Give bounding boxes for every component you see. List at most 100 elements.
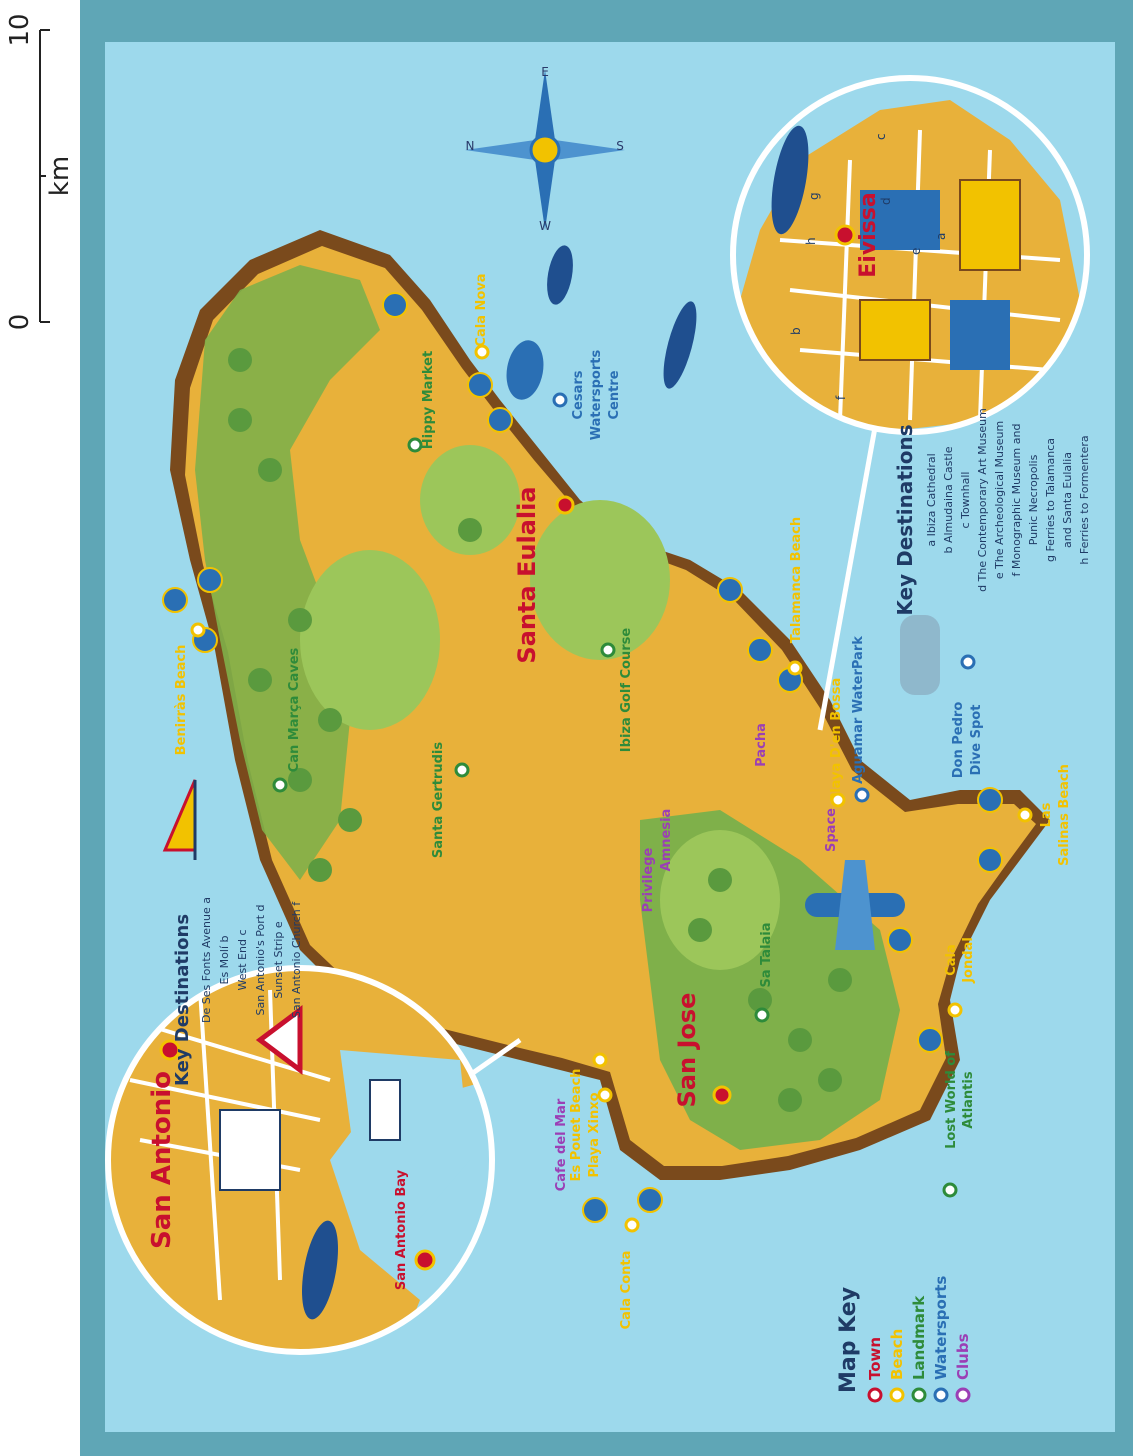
club-space: Space: [824, 808, 839, 852]
town-san-jose: San Jose: [673, 993, 701, 1108]
beach-cala-nova: Cala Nova: [474, 273, 489, 346]
scale-bar: 10 0 km: [5, 13, 75, 331]
club-privilege: Privilege: [641, 847, 656, 912]
compass-south: S: [616, 139, 624, 153]
club-pacha: Pacha: [754, 723, 769, 767]
beach-marker: [190, 344, 1033, 1233]
ws-cesars-1: Cesars: [571, 370, 586, 419]
key-eivissa-item: h Ferries to Formentera: [1078, 435, 1091, 564]
map-key-item: Landmark: [910, 1295, 928, 1380]
key-sa-item: West End c: [236, 930, 249, 991]
inset-connector-eivissa: [817, 399, 883, 731]
landmark-santa-gertrudis: Santa Gertrudis: [431, 742, 446, 858]
key-eivissa-item: Punic Necropolis: [1027, 454, 1040, 545]
inset-letter: d: [879, 197, 893, 205]
san-antonio-inset: San Antonio San Antonio Bay: [105, 965, 495, 1355]
landmark-sa-talaia: Sa Talaia: [759, 922, 774, 987]
airplane-icon: [805, 860, 905, 950]
inset-letter: a: [934, 233, 948, 240]
map-key-swatch: [933, 1387, 949, 1403]
key-sa-title: Key Destinations: [172, 914, 193, 1086]
key-eivissa-item: b Almudaina Castle: [942, 446, 955, 553]
eivissa-inset: Eivissa a b c d e f: [730, 75, 1090, 435]
compass-east: E: [541, 65, 549, 79]
watersports-marker: [552, 392, 976, 803]
key-eivissa-title: Key Destinations: [893, 424, 917, 615]
hill-hippy: [420, 445, 520, 555]
beach-las-salinas-1: Las: [1039, 802, 1054, 827]
san-antonio-town-label: San Antonio: [147, 1071, 177, 1249]
key-sa-item: Sunset Strip e: [272, 921, 285, 999]
inset-letter-h: h: [804, 237, 818, 245]
beach-cala-jondal-1: Cala: [944, 944, 959, 976]
landmark-can-marca: Can Marça Caves: [287, 647, 302, 772]
eivissa-town-label: Eivissa: [856, 192, 881, 278]
beach-las-salinas-2: Salinas Beach: [1057, 764, 1072, 866]
boat-icon: [506, 245, 697, 400]
key-sa-item: De Ses Fonts Avenue a: [200, 897, 213, 1023]
key-destinations-eivissa: Key Destinations a Ibiza Cathedral b Almu…: [893, 408, 1091, 615]
map-key-item: Watersports: [932, 1276, 950, 1380]
beach-playa-den-bossa: Playa D'en Bossa: [829, 678, 844, 803]
key-eivissa-item: and Santa Eulalia: [1061, 452, 1074, 548]
inset-letter: b: [789, 327, 803, 335]
club-cafe-del-mar: Cafe del Mar: [554, 1098, 569, 1191]
ws-don-pedro-1: Don Pedro: [951, 702, 966, 779]
town-marker: [555, 495, 732, 1105]
key-eivissa-item: c Townhall: [959, 472, 972, 529]
landmark-marker: [272, 437, 958, 1198]
map-key-item: Town: [866, 1337, 884, 1380]
sailboat-icon: [162, 779, 197, 860]
town-santa-eulalia: Santa Eulalia: [513, 486, 541, 663]
scale-unit: km: [45, 156, 75, 196]
key-eivissa-item: e The Archeological Museum: [993, 421, 1006, 579]
map-key-swatch: [889, 1387, 905, 1403]
ws-cesars-3: Centre: [607, 370, 622, 419]
ship-icon: [900, 615, 940, 695]
compass-west: W: [539, 219, 551, 233]
map-key-item: Beach: [888, 1329, 906, 1380]
compass-north: N: [466, 139, 475, 153]
beach-cala-conta: Cala Conta: [619, 1251, 634, 1330]
ws-cesars-2: Watersports: [589, 350, 604, 441]
landmark-hippy-market: Hippy Market: [421, 351, 436, 449]
hill-golf: [530, 500, 670, 660]
key-destinations-san-antonio: Key Destinations De Ses Fonts Avenue a Es…: [172, 897, 303, 1086]
map-key-swatch: [955, 1387, 971, 1403]
map-key-swatch: [867, 1387, 883, 1403]
club-amnesia: Amnesia: [659, 809, 674, 872]
key-eivissa-item: d The Contemporary Art Museum: [976, 408, 989, 592]
hill-santa-gertrudis: [300, 550, 440, 730]
landmark-lost-world-1: Lost World of: [944, 1051, 959, 1149]
beach-playa-xinxo: Playa Xinxo: [587, 1092, 602, 1177]
tree-group: [228, 348, 852, 1112]
key-sa-item: San Antonio's Port d: [254, 904, 267, 1015]
inset-letter: f: [834, 395, 848, 400]
key-eivissa-item: f Monographic Museum and: [1010, 424, 1023, 577]
beach-benirras: Benirràs Beach: [174, 645, 189, 756]
key-eivissa-item: g Ferries to Talamanca: [1044, 438, 1057, 562]
inset-letter: c: [874, 133, 888, 140]
map-key-title: Map Key: [836, 1287, 861, 1393]
landmark-lost-world-2: Atlantis: [961, 1071, 976, 1128]
scale-label-ten: 10: [5, 13, 35, 46]
map-key-swatch: [911, 1387, 927, 1403]
key-sa-item: Es Molí b: [218, 935, 231, 984]
key-sa-item: San Antonio Church f: [290, 901, 303, 1018]
map-key-item: Clubs: [954, 1333, 972, 1380]
inset-letter-g: g: [807, 192, 821, 200]
beach-talamanca: Talamanca Beach: [789, 517, 804, 643]
key-eivissa-item: a Ibiza Cathedral: [925, 453, 938, 546]
ws-don-pedro-2: Dive Spot: [969, 705, 984, 776]
beach-es-pouet: Es Pouet Beach: [569, 1069, 584, 1182]
landmark-ibiza-golf: Ibiza Golf Course: [619, 628, 634, 753]
ws-aguamar: Aguamar WaterPark: [851, 636, 866, 784]
compass-rose: [465, 70, 625, 230]
inset-letter: e: [909, 248, 923, 255]
parasol-icon: [162, 292, 1003, 1223]
scale-label-zero: 0: [5, 314, 35, 331]
beach-cala-jondal-2: Jondal: [961, 937, 976, 984]
san-antonio-bay-label: San Antonio Bay: [394, 1169, 409, 1290]
